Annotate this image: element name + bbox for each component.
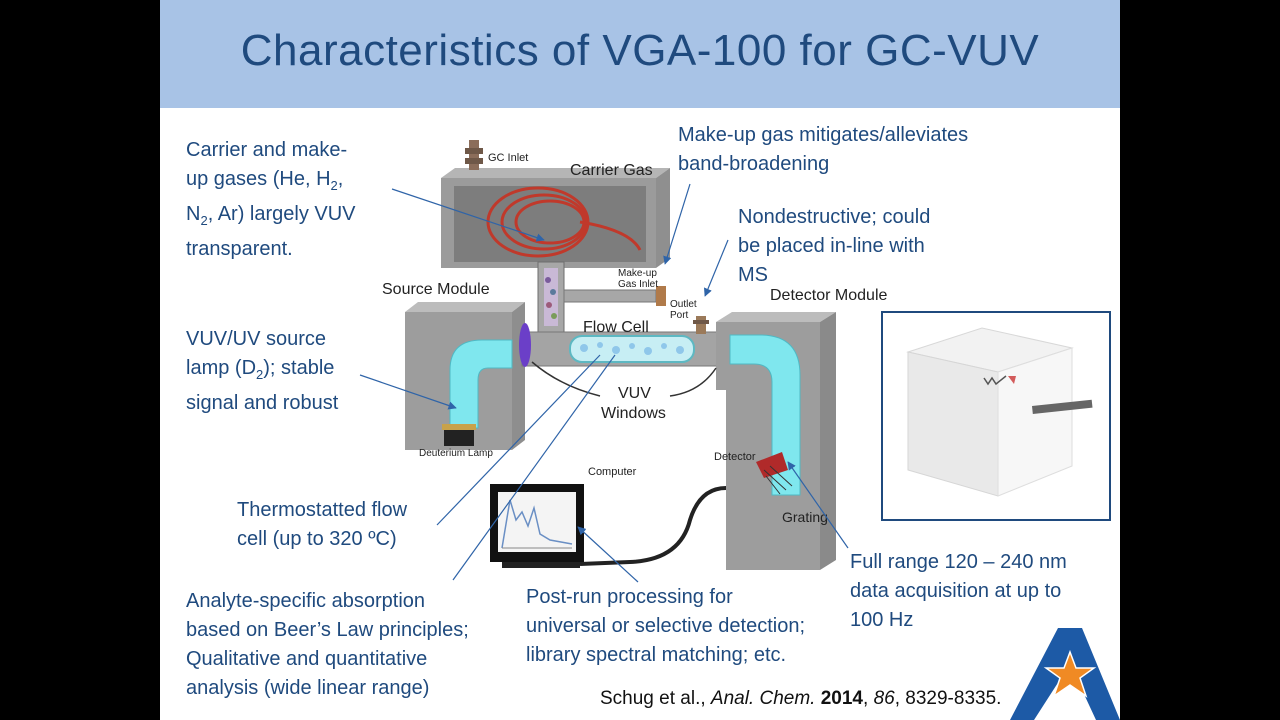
carrier-coil xyxy=(486,186,642,258)
gc-inlet-fitting xyxy=(465,140,483,170)
annotation-arrows xyxy=(359,183,849,583)
citation-journal: Anal. Chem. xyxy=(710,688,816,709)
citation-year: 2014 xyxy=(820,688,864,709)
label-outlet-2: Port xyxy=(670,310,689,321)
arrow-thermo xyxy=(436,354,601,526)
university-logo xyxy=(1010,628,1120,720)
computer-cable xyxy=(579,486,727,566)
instrument-diagram: GC Inlet Carrier Gas Make-up Gas Inlet S… xyxy=(359,140,1120,720)
carrier-gas-module xyxy=(441,168,670,268)
label-detector-module: Detector Module xyxy=(770,287,887,304)
transfer-column xyxy=(537,261,565,333)
arrow-carrier xyxy=(391,188,545,242)
source-module xyxy=(405,302,525,450)
vga100-product-photo xyxy=(881,311,1111,521)
vuv-window-left xyxy=(519,323,531,367)
label-deuterium-lamp: Deuterium Lamp xyxy=(419,448,493,459)
computer-monitor xyxy=(490,484,584,568)
label-vuv: VUV xyxy=(618,385,651,402)
citation-pages: , 8329-8335. xyxy=(894,688,1002,709)
vuv-window-arrows xyxy=(531,361,717,397)
arrow-makeup xyxy=(663,183,691,265)
arrow-source xyxy=(359,374,457,410)
label-gc-inlet: GC Inlet xyxy=(488,152,528,164)
label-windows: Windows xyxy=(601,405,666,422)
label-grating: Grating xyxy=(782,509,828,525)
citation-volume: 86 xyxy=(873,688,895,709)
label-source-module: Source Module xyxy=(382,281,490,298)
title-banner xyxy=(160,0,1120,108)
arrow-outlet xyxy=(703,239,729,297)
outlet-port xyxy=(693,316,709,334)
label-computer: Computer xyxy=(588,466,637,478)
arrow-fullrange xyxy=(787,461,849,549)
label-carrier-gas: Carrier Gas xyxy=(570,162,653,179)
citation-authors: Schug et al., xyxy=(600,688,711,709)
label-makeup-inlet-2: Gas Inlet xyxy=(618,279,658,290)
makeup-gas-pipe xyxy=(563,286,666,306)
slide-title: Characteristics of VGA-100 for GC-VUV xyxy=(240,26,1040,75)
label-makeup-inlet-1: Make-up xyxy=(618,268,657,279)
label-flow-cell: Flow Cell xyxy=(583,319,649,336)
label-detector: Detector xyxy=(714,451,756,463)
annotation-carrier-gases: Carrier and make-up gases (He, H2,N2, Ar… xyxy=(186,139,356,260)
slide: Characteristics of VGA-100 for GC-VUV xyxy=(160,0,1120,720)
arrow-analyte xyxy=(452,354,616,581)
detector-module xyxy=(716,312,836,570)
flow-tube xyxy=(521,331,721,367)
arrow-postrun xyxy=(577,526,639,583)
label-outlet-1: Outlet xyxy=(670,299,697,310)
citation: Schug et al., Anal. Chem. 2014, 86, 8329… xyxy=(600,688,1002,709)
